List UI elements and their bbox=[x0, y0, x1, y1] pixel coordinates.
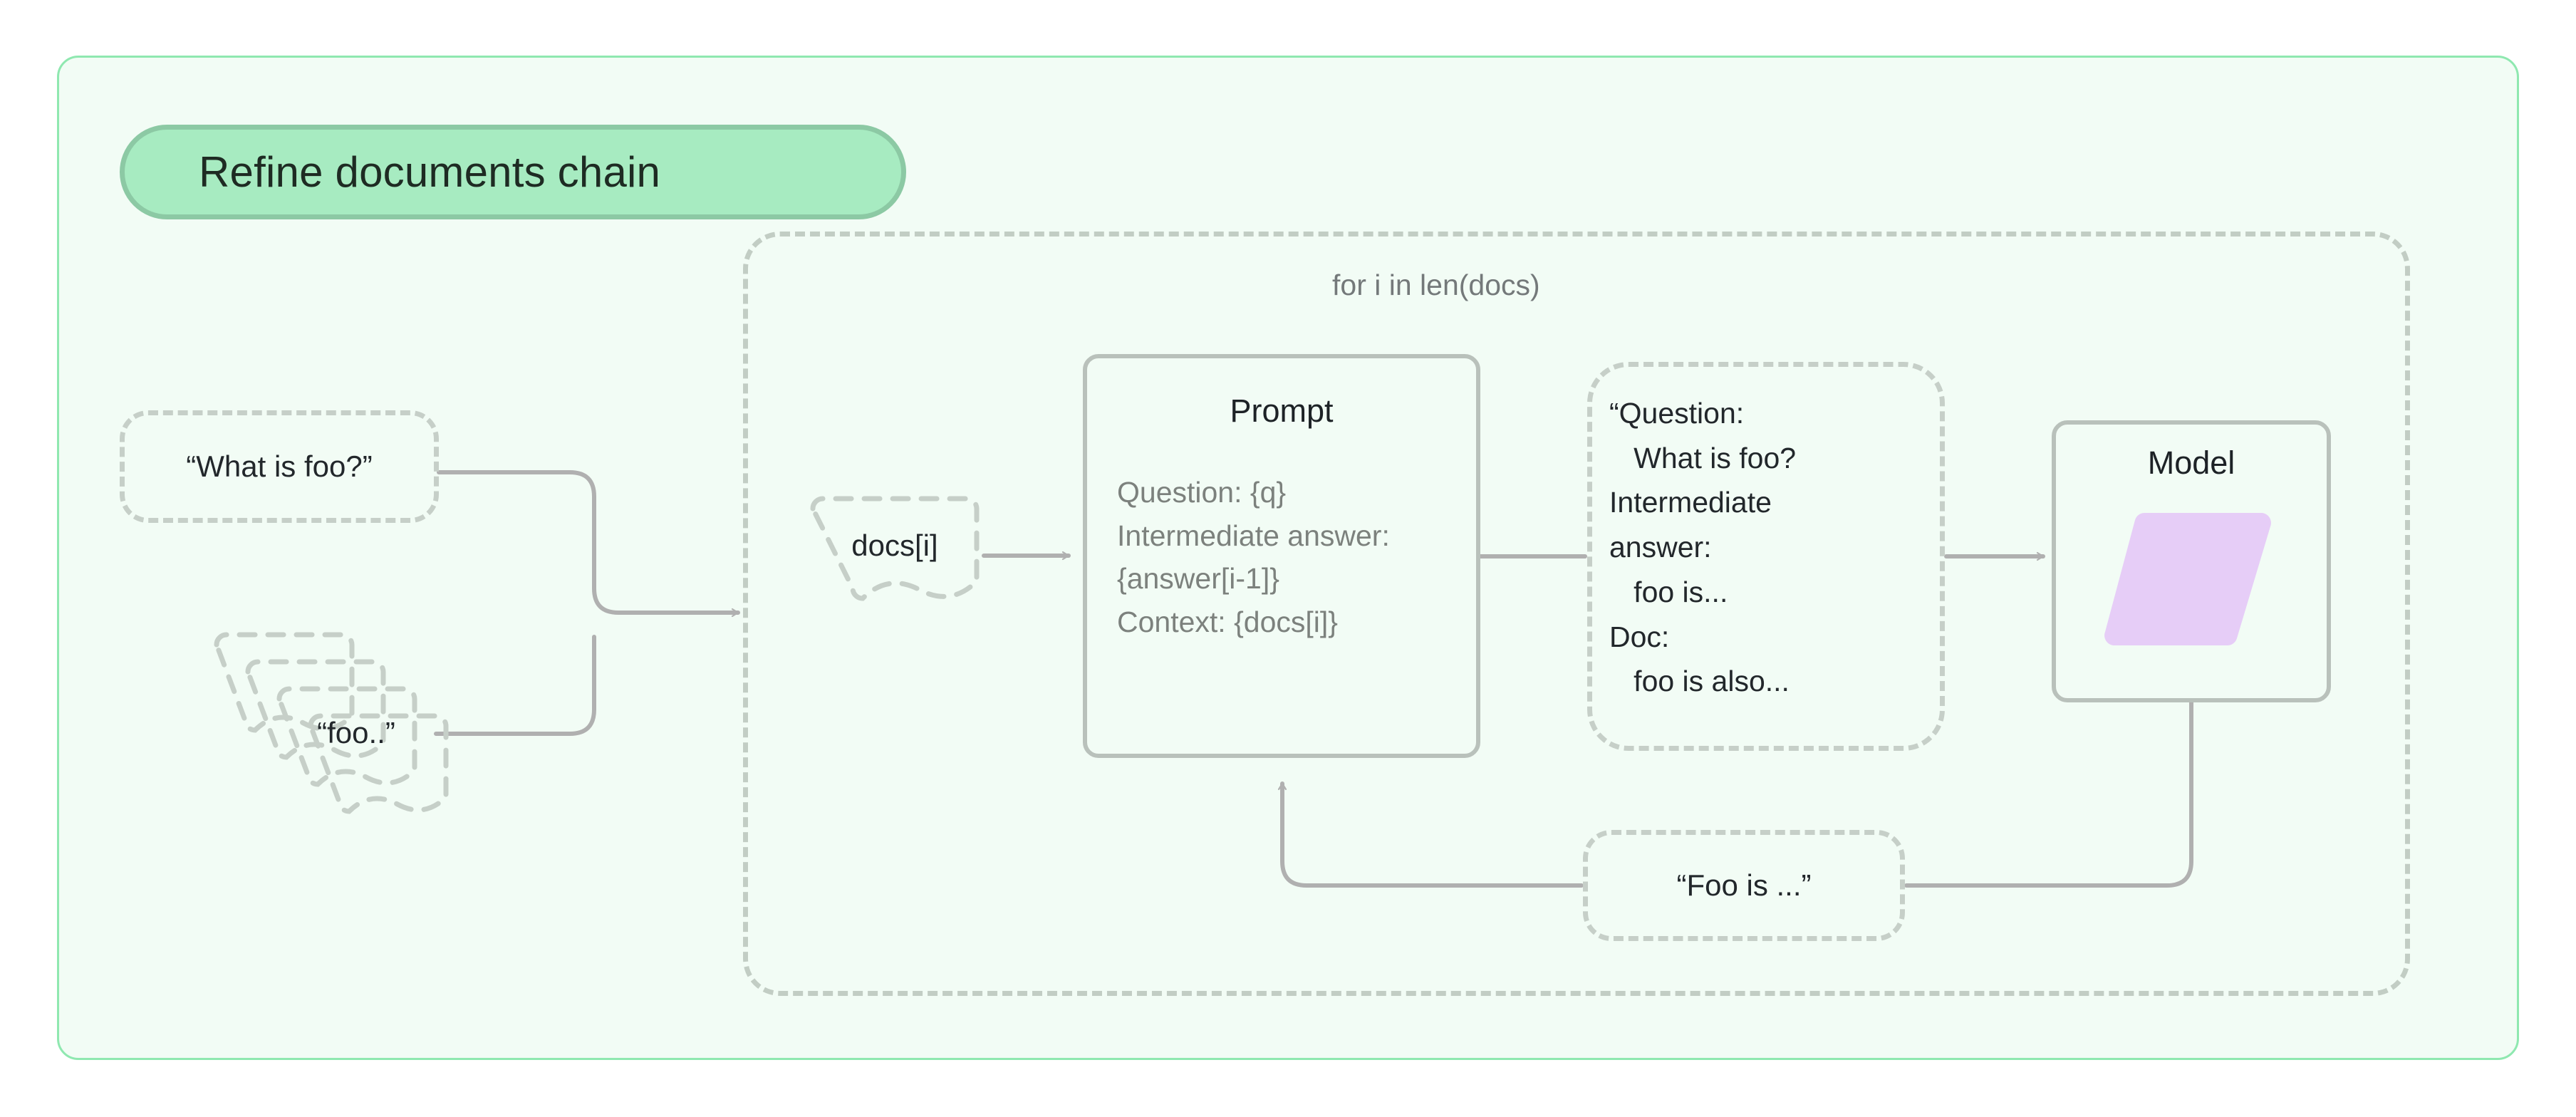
loop-container bbox=[743, 232, 2410, 996]
node-docs-index[interactable]: docs[i] bbox=[806, 492, 984, 620]
node-answer-output[interactable]: “Foo is ...” bbox=[1583, 830, 1905, 941]
node-prompt[interactable]: Prompt Question: {q} Intermediate answer… bbox=[1083, 354, 1480, 758]
prompt-line: {answer[i-1]} bbox=[1117, 562, 1279, 596]
filled-line: Doc: bbox=[1609, 620, 1670, 653]
node-question[interactable]: “What is foo?” bbox=[120, 410, 439, 523]
diagram-title-badge: Refine documents chain bbox=[120, 125, 906, 219]
node-filled-prompt-body: “Question: What is foo? Intermediate ans… bbox=[1609, 391, 1931, 704]
node-prompt-body: Question: {q} Intermediate answer: {answ… bbox=[1117, 471, 1462, 644]
filled-line: “Question: bbox=[1609, 397, 1745, 430]
node-answer-output-label: “Foo is ...” bbox=[1676, 868, 1812, 902]
document-stack-icon bbox=[214, 632, 449, 814]
prompt-line: Intermediate answer: bbox=[1117, 519, 1390, 552]
loop-label: for i in len(docs) bbox=[1332, 269, 1540, 301]
filled-line: Intermediate bbox=[1609, 486, 1772, 519]
node-model[interactable]: Model bbox=[2052, 420, 2331, 702]
filled-line: foo is also... bbox=[1609, 665, 1790, 698]
node-question-label: “What is foo?” bbox=[186, 450, 373, 483]
node-docs-index-label: docs[i] bbox=[851, 529, 938, 562]
prompt-line: Question: {q} bbox=[1117, 476, 1287, 509]
node-filled-prompt[interactable]: “Question: What is foo? Intermediate ans… bbox=[1587, 362, 1945, 751]
node-model-title: Model bbox=[2147, 445, 2235, 481]
node-docs-stack-label: “foo..” bbox=[317, 716, 395, 749]
prompt-line: Context: {docs[i]} bbox=[1117, 606, 1338, 639]
page-title: Refine documents chain bbox=[199, 148, 661, 196]
node-docs-stack[interactable]: “foo..” bbox=[207, 609, 449, 830]
node-prompt-title: Prompt bbox=[1230, 393, 1334, 429]
document-icon bbox=[810, 496, 980, 601]
filled-line: answer: bbox=[1609, 531, 1712, 564]
model-parallelogram-icon bbox=[2104, 513, 2271, 645]
filled-line: foo is... bbox=[1609, 575, 1728, 608]
filled-line: What is foo? bbox=[1609, 441, 1797, 474]
